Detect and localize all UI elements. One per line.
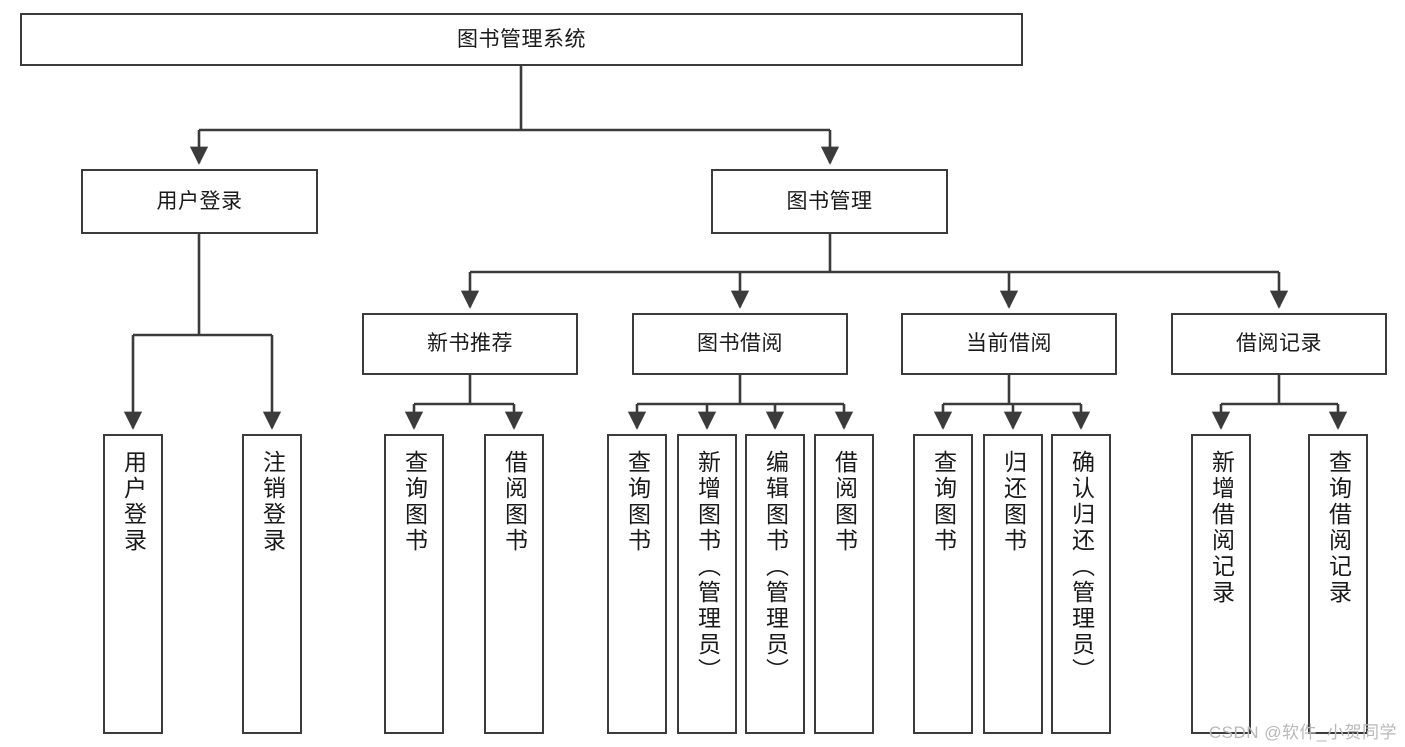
node-leaf-borrow-book-rec[interactable]: 借阅图书 bbox=[484, 434, 544, 734]
node-leaf-query-book-cur[interactable]: 查询图书 bbox=[913, 434, 973, 734]
node-leaf-user-logout-label: 注销登录 bbox=[259, 450, 286, 554]
node-current-borrow[interactable]: 当前借阅 bbox=[901, 313, 1117, 375]
node-leaf-borrow-book[interactable]: 借阅图书 bbox=[814, 434, 874, 734]
node-leaf-return-book[interactable]: 归还图书 bbox=[983, 434, 1043, 734]
node-leaf-edit-book-label: 编辑图书（管理员） bbox=[762, 450, 789, 684]
node-leaf-query-book-borrow-label: 查询图书 bbox=[624, 450, 651, 554]
node-new-book-rec[interactable]: 新书推荐 bbox=[362, 313, 578, 375]
node-leaf-query-book-cur-label: 查询图书 bbox=[930, 450, 957, 554]
node-leaf-return-book-label: 归还图书 bbox=[1000, 450, 1027, 554]
node-leaf-add-book-label: 新增图书（管理员） bbox=[694, 450, 721, 684]
node-leaf-edit-book[interactable]: 编辑图书（管理员） bbox=[745, 434, 805, 734]
node-borrow-record-label: 借阅记录 bbox=[1236, 332, 1322, 356]
node-user-login-label: 用户登录 bbox=[156, 189, 243, 213]
node-leaf-add-record-label: 新增借阅记录 bbox=[1208, 450, 1235, 606]
node-leaf-borrow-book-label: 借阅图书 bbox=[831, 450, 858, 554]
node-leaf-add-book[interactable]: 新增图书（管理员） bbox=[677, 434, 737, 734]
node-new-book-rec-label: 新书推荐 bbox=[427, 332, 513, 356]
node-root-label: 图书管理系统 bbox=[457, 27, 586, 51]
node-leaf-user-login-label: 用户登录 bbox=[120, 450, 147, 554]
node-leaf-query-book-rec[interactable]: 查询图书 bbox=[384, 434, 444, 734]
node-leaf-confirm-return-label: 确认归还（管理员） bbox=[1068, 450, 1095, 684]
node-leaf-query-record-label: 查询借阅记录 bbox=[1325, 450, 1352, 606]
node-user-login[interactable]: 用户登录 bbox=[81, 169, 318, 234]
node-leaf-query-book-rec-label: 查询图书 bbox=[401, 450, 428, 554]
node-borrow-record[interactable]: 借阅记录 bbox=[1171, 313, 1387, 375]
node-leaf-user-logout[interactable]: 注销登录 bbox=[242, 434, 302, 734]
node-book-borrow-label: 图书借阅 bbox=[697, 332, 783, 356]
node-leaf-borrow-book-rec-label: 借阅图书 bbox=[501, 450, 528, 554]
csdn-watermark: CSDN @软件_小贺同学 bbox=[1208, 723, 1397, 742]
node-leaf-query-record[interactable]: 查询借阅记录 bbox=[1308, 434, 1368, 734]
node-book-manage-label: 图书管理 bbox=[786, 189, 873, 213]
node-root[interactable]: 图书管理系统 bbox=[20, 13, 1023, 66]
node-leaf-confirm-return[interactable]: 确认归还（管理员） bbox=[1051, 434, 1111, 734]
node-current-borrow-label: 当前借阅 bbox=[966, 332, 1052, 356]
node-book-borrow[interactable]: 图书借阅 bbox=[632, 313, 848, 375]
node-book-manage[interactable]: 图书管理 bbox=[711, 169, 948, 234]
node-leaf-user-login[interactable]: 用户登录 bbox=[103, 434, 163, 734]
node-leaf-add-record[interactable]: 新增借阅记录 bbox=[1191, 434, 1251, 734]
node-leaf-query-book-borrow[interactable]: 查询图书 bbox=[607, 434, 667, 734]
